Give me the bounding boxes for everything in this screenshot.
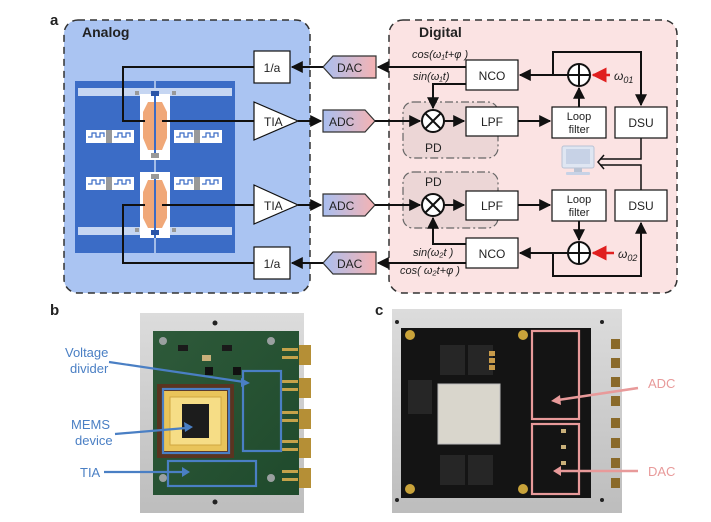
adc-arrow	[557, 386, 639, 402]
loop-filter-label-1a: Loop	[567, 111, 591, 123]
panel-c-label: c	[375, 302, 383, 319]
mixer-2	[421, 193, 445, 217]
pd-label-2: PD	[425, 175, 442, 189]
photo-mems-board	[140, 313, 311, 513]
tia-block-top: TIA	[253, 101, 300, 141]
analog-wires	[122, 66, 254, 264]
adc-bottom-label: ADC	[329, 199, 355, 213]
adc-photo-label: ADC	[648, 376, 675, 391]
nco-label-2: NCO	[479, 247, 506, 261]
adc-highlight-box	[530, 329, 581, 421]
tia-photo-label: TIA	[80, 465, 101, 480]
voltage-divider-label-2: divider	[70, 361, 109, 376]
omega-01-label: ω01	[614, 69, 633, 85]
cos-label-2: cos( ω₂t+φ )	[400, 265, 460, 277]
sma-connectors	[299, 345, 311, 488]
mems-label-1: MEMS	[71, 417, 110, 432]
mems-arrow	[114, 426, 187, 436]
dac-bottom-label: DAC	[337, 257, 363, 271]
panel-b-label: b	[50, 302, 59, 319]
computer-icon	[561, 145, 595, 175]
voltage-divider-arrow	[108, 360, 245, 384]
dac-photo-label: DAC	[648, 464, 675, 479]
converter-wires	[290, 61, 323, 269]
spring-bottom-right	[174, 177, 222, 190]
inverse-gain-block-bottom: 1/a	[253, 246, 291, 280]
nco-block-2: NCO	[465, 237, 519, 269]
tia-block-bottom: TIA	[253, 184, 300, 225]
cos-label-1: cos(ω₁t+φ )	[412, 49, 469, 61]
photo-fpga-board	[392, 309, 622, 513]
dsu-block-1: DSU	[614, 106, 668, 139]
spring-bottom-left	[86, 177, 134, 190]
spring-top-right	[174, 130, 222, 143]
lpf-label-2: LPF	[481, 199, 503, 213]
sin-label-2: sin(ω₂t )	[413, 247, 454, 259]
panel-c-annotations: ADC DAC	[551, 376, 675, 479]
lpf-block-1: LPF	[465, 106, 519, 137]
digital-title: Digital	[419, 24, 462, 40]
pd-label-1: PD	[425, 141, 442, 155]
dac-top-label: DAC	[337, 61, 363, 75]
digital-wires-1	[375, 51, 647, 127]
dsu-block-2: DSU	[614, 189, 668, 222]
inverse-gain-bottom-label: 1/a	[264, 257, 281, 271]
adc-bottom: ADC	[322, 193, 376, 217]
adc-top-label: ADC	[329, 115, 355, 129]
sma-connectors-fpga	[611, 339, 620, 488]
data-bus-arrow	[597, 138, 642, 190]
inverse-gain-top-label: 1/a	[264, 61, 281, 75]
omega-02-label: ω02	[618, 247, 637, 263]
dac-bottom: DAC	[322, 251, 377, 275]
nco-label-1: NCO	[479, 69, 506, 83]
tia-top-label: TIA	[264, 115, 283, 129]
mems-highlight-box	[161, 387, 231, 455]
adder-1	[567, 63, 591, 87]
loop-filter-label-1b: filter	[569, 124, 590, 136]
loop-filter-block-1: Loop filter	[551, 106, 607, 139]
dsu-label-2: DSU	[628, 199, 653, 213]
panel-b-annotations: Voltage divider MEMS device TIA	[65, 345, 250, 480]
mems-label-2: device	[75, 433, 113, 448]
mixer-1	[421, 109, 445, 133]
loop-filter-label-2a: Loop	[567, 194, 591, 206]
lpf-block-2: LPF	[465, 190, 519, 221]
dsu-label-1: DSU	[628, 116, 653, 130]
mems-device-schematic	[75, 81, 235, 253]
sin-label-1: sin(ω₁t)	[413, 71, 450, 83]
loop-filter-block-2: Loop filter	[551, 189, 607, 222]
analog-title: Analog	[82, 24, 129, 40]
inverse-gain-block-top: 1/a	[253, 50, 291, 84]
spring-top-left	[86, 130, 134, 143]
voltage-divider-highlight-box	[241, 369, 283, 453]
tia-bottom-label: TIA	[264, 199, 283, 213]
tia-highlight-box	[166, 459, 258, 488]
nco-block-1: NCO	[465, 59, 519, 91]
dac-highlight-box	[530, 422, 581, 496]
panel-a-label: a	[50, 12, 59, 29]
loop-filter-label-2b: filter	[569, 207, 590, 219]
digital-wires-2	[375, 199, 647, 277]
lpf-label-1: LPF	[481, 115, 503, 129]
voltage-divider-label-1: Voltage	[65, 345, 108, 360]
dac-top: DAC	[322, 55, 377, 79]
adder-2	[567, 241, 591, 265]
adc-top: ADC	[322, 109, 376, 133]
